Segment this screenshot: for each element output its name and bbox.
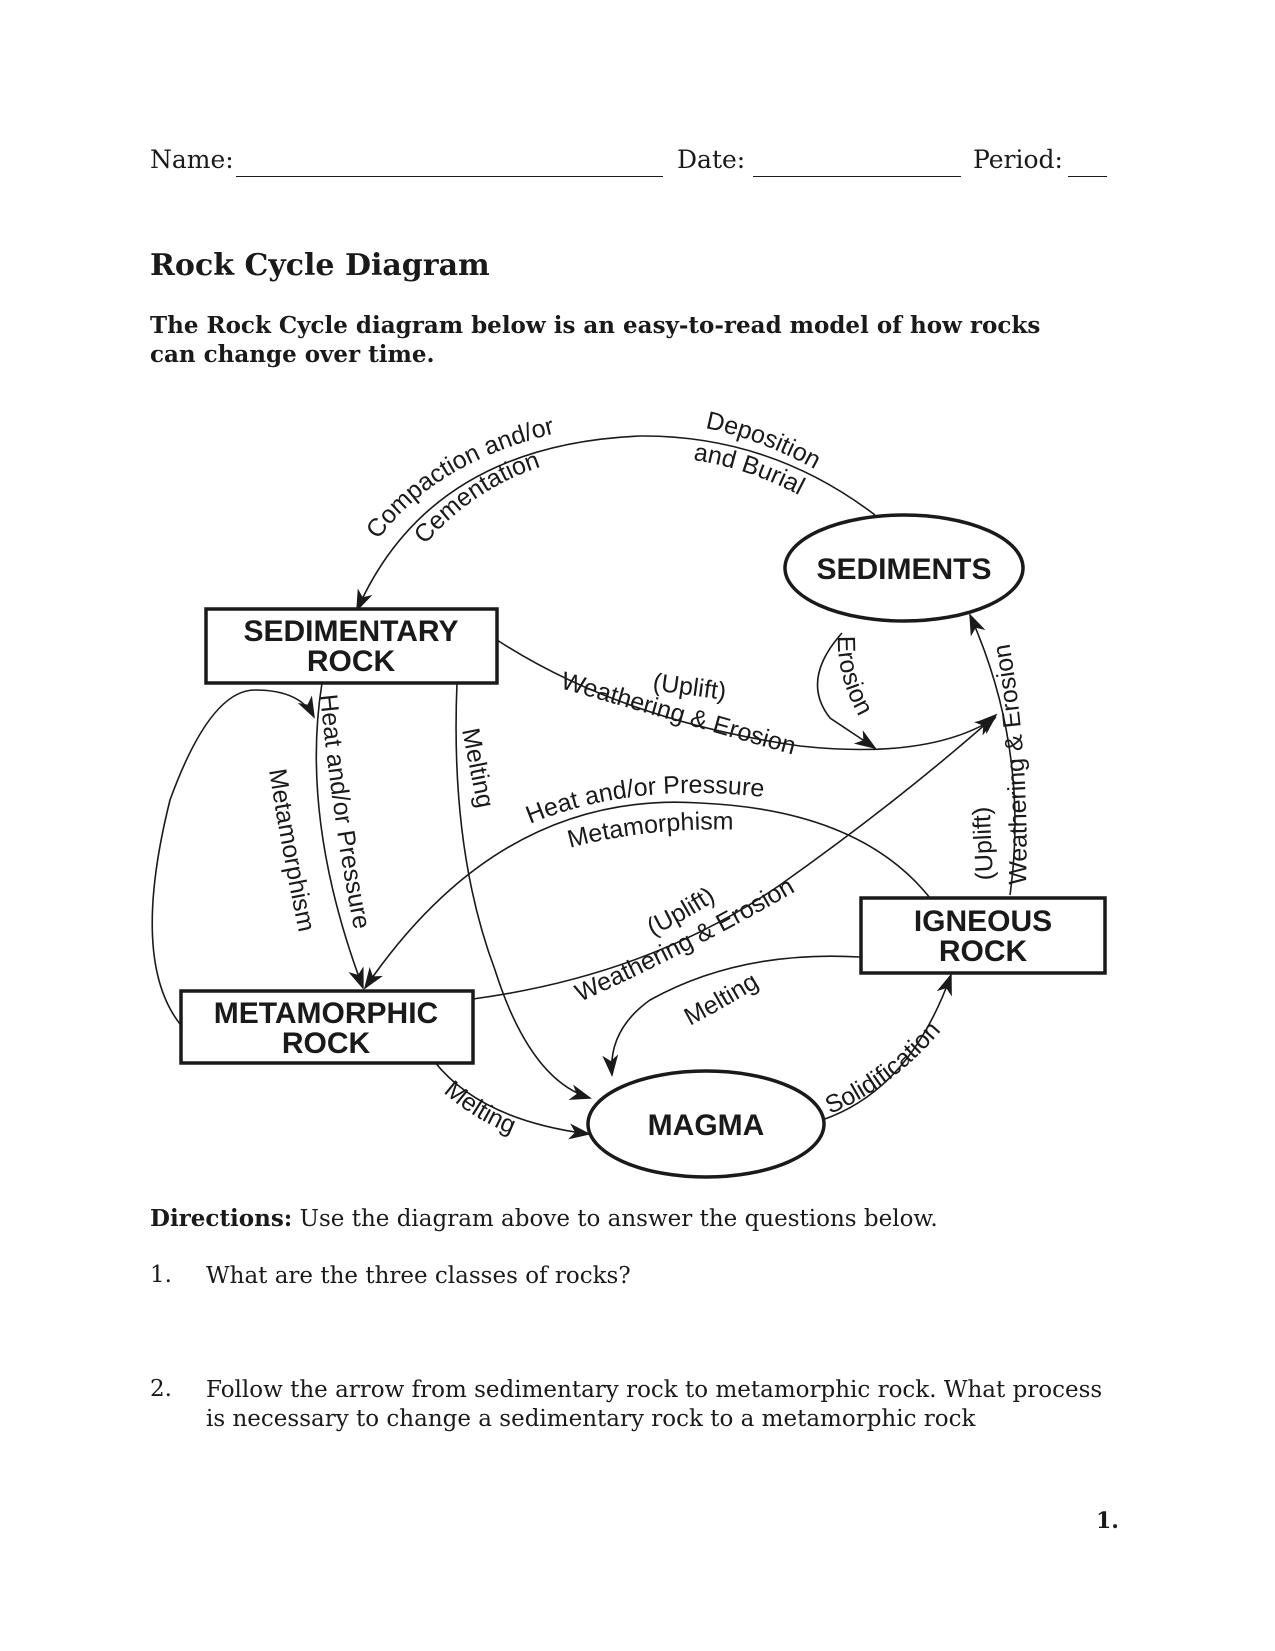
label-uplift-right: (Uplift) [968, 806, 999, 881]
name-label: Name: [150, 145, 234, 174]
name-field[interactable] [236, 176, 663, 177]
question-1-number: 1. [150, 1262, 172, 1288]
node-sedimentary-rock: SEDIMENTARY ROCK [204, 607, 499, 685]
sediments-label: SEDIMENTS [816, 553, 991, 586]
label-melting-bottom: Melting [439, 1075, 520, 1140]
arrow-sedimentary-to-magma [455, 682, 592, 1100]
label-heat-left-line1: Heat and/or Pressure [314, 693, 376, 932]
arrow-metamorphic-to-magma [433, 1060, 591, 1140]
sedimentary-rock-label-line2: ROCK [307, 645, 396, 678]
arrow-sediments-erosion-loop [816, 632, 877, 750]
arrow-sediments-to-sedimentary [356, 435, 876, 612]
arrow-igneous-to-metamorphic [363, 801, 931, 990]
arrow-igneous-to-sediments [969, 613, 1016, 896]
directions: Directions: Use the diagram above to ans… [150, 1205, 938, 1232]
label-erosion: Erosion [832, 635, 879, 719]
arrow-sedimentary-to-sediments [496, 639, 997, 751]
question-2-text: Follow the arrow from sedimentary rock t… [206, 1377, 1103, 1432]
page-title: Rock Cycle Diagram [150, 248, 490, 283]
metamorphic-rock-label-line2: ROCK [282, 1027, 371, 1060]
node-igneous-rock: IGNEOUS ROCK [859, 896, 1107, 975]
magma-label: MAGMA [648, 1109, 765, 1142]
label-weathering-metamorphic: Weathering & Erosion [571, 872, 799, 1007]
directions-label: Directions: [150, 1205, 293, 1232]
node-metamorphic-rock: METAMORPHIC ROCK [179, 989, 475, 1065]
label-heat-left-line2: Metamorphism [263, 767, 321, 934]
sedimentary-rock-label-line1: SEDIMENTARY [243, 615, 458, 648]
period-label: Period: [973, 145, 1063, 174]
directions-text: Use the diagram above to answer the ques… [292, 1206, 938, 1232]
page-number: 1. [1096, 1508, 1119, 1534]
node-magma: MAGMA [586, 1069, 826, 1179]
intro-text: The Rock Cycle diagram below is an easy-… [150, 312, 1041, 368]
igneous-rock-label-line2: ROCK [939, 935, 1028, 968]
date-label: Date: [677, 145, 746, 174]
metamorphic-rock-label-line1: METAMORPHIC [214, 997, 438, 1030]
arrow-metamorphic-to-sediments [472, 713, 998, 1000]
question-1-text: What are the three classes of rocks? [206, 1263, 631, 1289]
label-melting-center: Melting [680, 967, 764, 1031]
date-field[interactable] [753, 176, 961, 177]
label-solidification: Solidification [821, 1016, 946, 1120]
arrow-sedimentary-to-metamorphic [315, 682, 364, 990]
period-field[interactable] [1068, 176, 1107, 177]
label-melting-left: Melting [456, 726, 499, 811]
worksheet-header: Name: Date: Period: [150, 145, 1126, 185]
arrow-metamorphic-to-sedimentary [151, 689, 315, 1025]
igneous-rock-label-line1: IGNEOUS [914, 905, 1052, 938]
question-2-number: 2. [150, 1376, 172, 1402]
label-heat-center-line2: Metamorphism [564, 807, 733, 853]
arrow-magma-to-igneous [821, 973, 952, 1121]
arrow-igneous-to-magma [602, 955, 861, 1077]
node-sediments: SEDIMENTS [783, 513, 1025, 623]
